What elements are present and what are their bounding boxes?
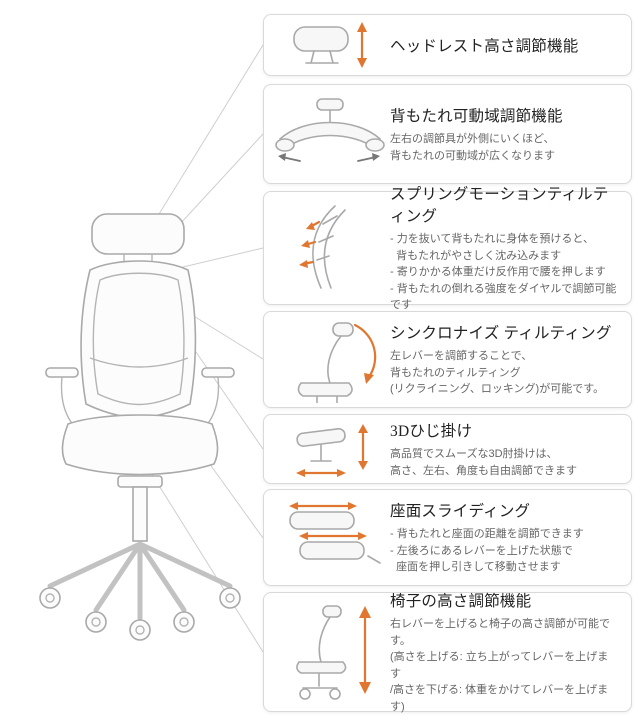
backrest-range-illustration (268, 95, 390, 173)
chair-seat (61, 414, 219, 488)
feature-card-backrest-range: 背もたれ可動域調節機能 左右の調節具が外側にいくほど、 背もたれの可動域が広くな… (263, 84, 632, 184)
height-up-down-arrow-icon (359, 606, 371, 694)
headrest-adjust-illustration (268, 19, 390, 71)
outward-arrows-icon (278, 153, 380, 162)
feature-card-seat-sliding: 座面スライディング - 背もたれと座面の距離を調節できます - 左後ろにあるレバ… (263, 489, 632, 586)
chair-height-illustration (268, 602, 390, 702)
press-arrows-icon (299, 220, 321, 268)
feature-title: ヘッドレスト高さ調節機能 (390, 38, 579, 55)
feature-title: スプリングモーションティルティング (390, 186, 609, 226)
recline-arc-arrow-icon (353, 323, 377, 384)
feature-description: 左右の調節具が外側にいくほど、 背もたれの可動域が広くなります (390, 133, 555, 162)
feature-description: 高品質でスムーズな3D肘掛けは、 高さ、左右、角度も自由調節できます (390, 448, 577, 477)
feature-card-synchro-tilting: シンクロナイズ ティルティング 左レバーを調節することで、 背もたれのティルティ… (263, 311, 632, 408)
feature-description: - 背もたれと座面の距離を調節できます - 左後ろにあるレバーを上げた状態で 座… (390, 528, 584, 574)
feature-description: 左レバーを調節することで、 背もたれのティルティング (リクライニング、ロッキン… (390, 350, 605, 396)
feature-description: 右レバーを上げると椅子の高さ調節が可能です。 (高さを上げる: 立ち上がってレバ… (390, 618, 610, 713)
chair-casters (39, 587, 241, 641)
synchro-tilt-illustration (268, 317, 390, 403)
feature-title: 座面スライディング (390, 503, 531, 521)
chair-headrest (91, 213, 185, 267)
seat-slide-illustration (268, 498, 390, 578)
feature-card-spring-tilting: スプリングモーションティルティング - 力を抜いて背もたれに身体を預けると、 背… (263, 186, 632, 311)
feature-title: 背もたれ可動域調節機能 (390, 108, 563, 125)
chair-base (39, 486, 241, 641)
feature-title: シンクロナイズ ティルティング (390, 325, 612, 343)
chair-backrest (80, 260, 197, 419)
slide-arrows-icon (289, 501, 367, 540)
feature-card-chair-height: 椅子の高さ調節機能 右レバーを上げると椅子の高さ調節が可能です。 (高さを上げる… (263, 592, 632, 713)
up-down-arrow-icon (357, 22, 367, 68)
feature-card-3d-armrest: 3Dひじ掛け 高品質でスムーズな3D肘掛けは、 高さ、左右、角度も自由調節できま… (263, 414, 632, 484)
armrest-direction-arrows-icon (296, 424, 368, 477)
feature-description: - 力を抜いて背もたれに身体を預けると、 背もたれがやさしく沈み込みます - 寄… (390, 233, 617, 312)
feature-card-headrest-height: ヘッドレスト高さ調節機能 (263, 14, 632, 76)
armrest-illustration (268, 419, 390, 479)
spring-tilt-illustration (268, 202, 390, 294)
chair-front-illustration (16, 206, 264, 706)
feature-title: 椅子の高さ調節機能 (390, 593, 532, 610)
feature-title: 3Dひじ掛け (390, 423, 473, 440)
